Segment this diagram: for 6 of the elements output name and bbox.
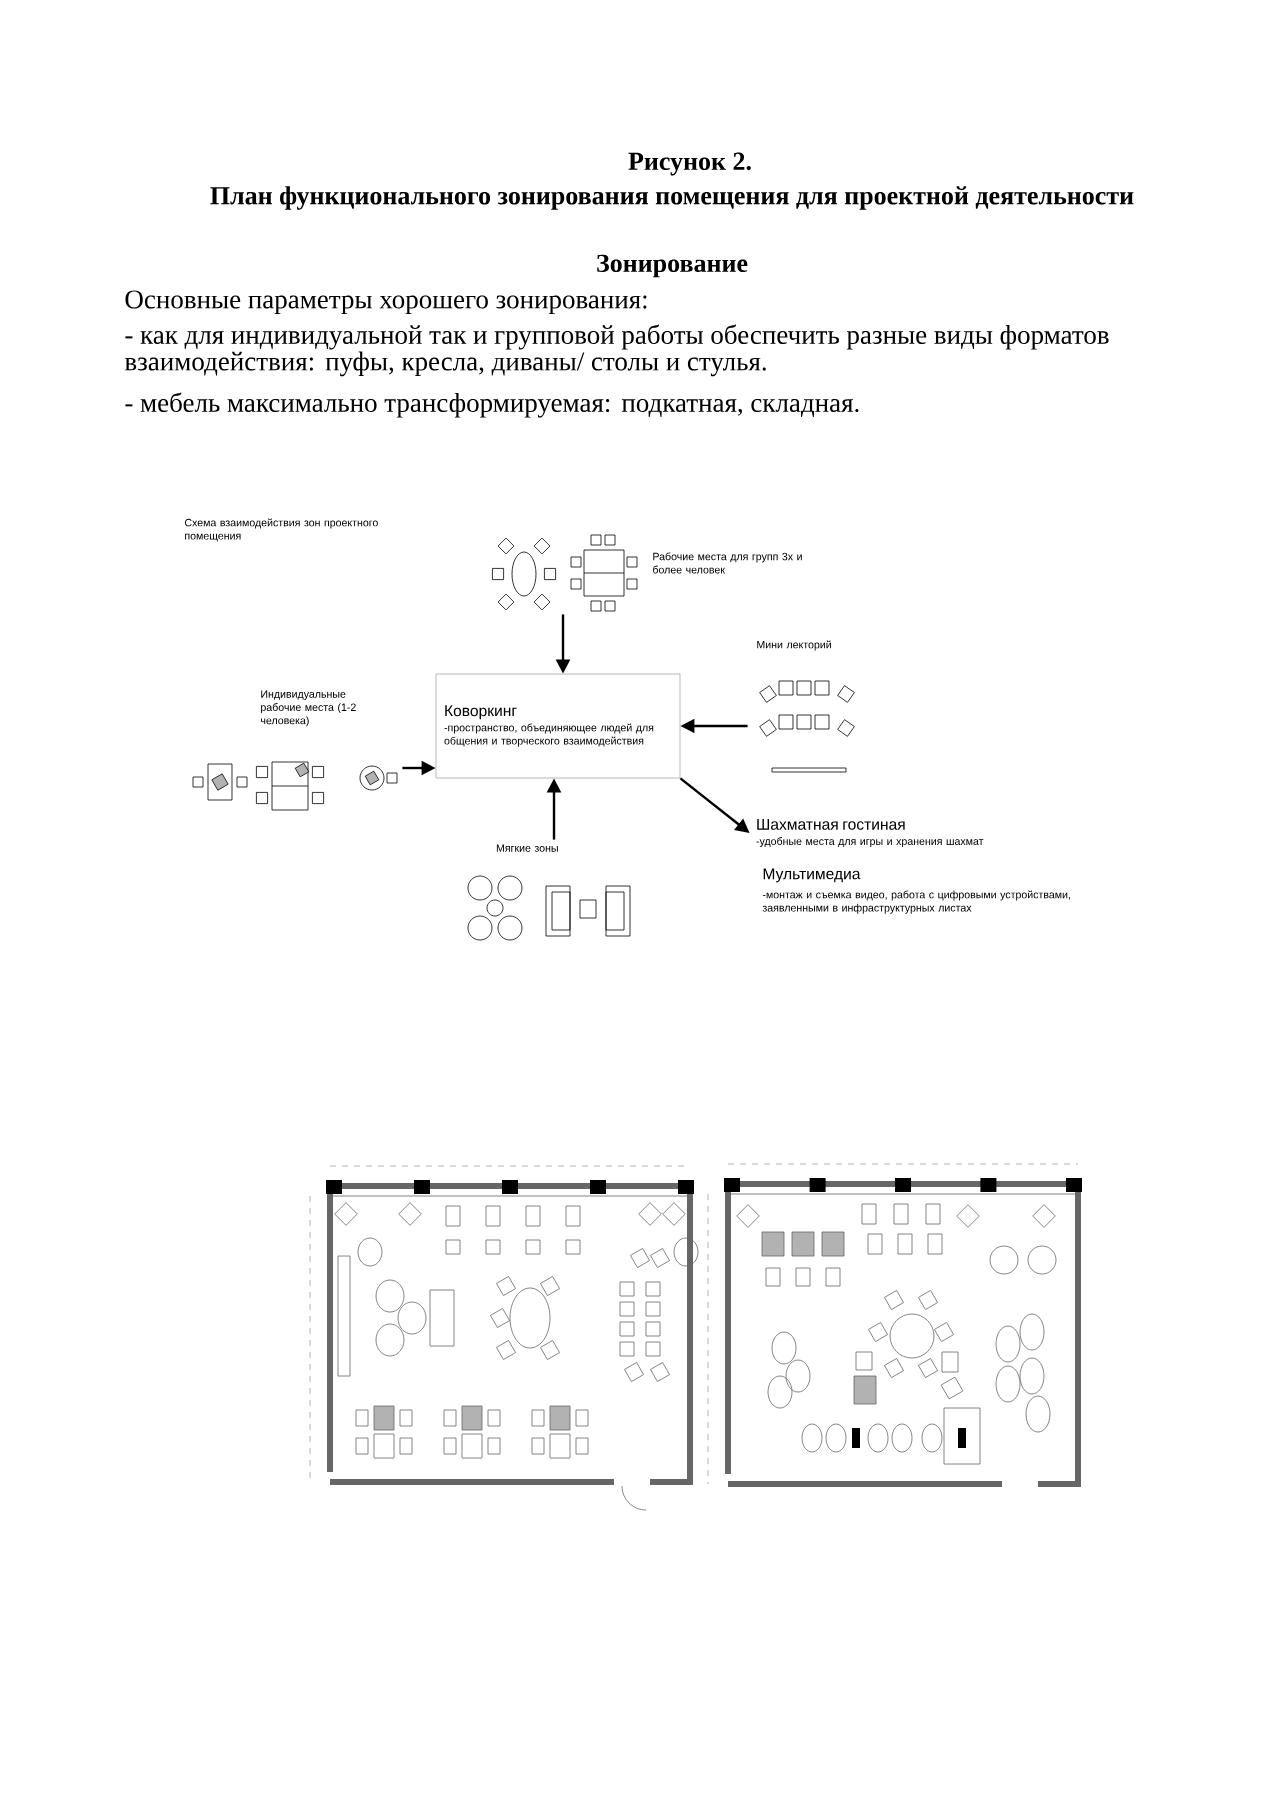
paragraph: Основные параметры хорошего зонирования: — [125, 290, 647, 314]
paragraph: - мебель максимально трансформируемая: подкатная, складная. — [125, 392, 859, 418]
figure-number: Рисунок 2. — [628, 152, 751, 176]
title: План функционального зонирования помещения для проектной деятельности — [210, 186, 1134, 210]
paragraph: - как для индивидуальной так и групповой работы обеспечить разные виды форматов взаимодействия: пуфы, кресла, диваны/ столы и стулья. — [124, 324, 1109, 377]
heading: Зонирование — [597, 254, 748, 278]
